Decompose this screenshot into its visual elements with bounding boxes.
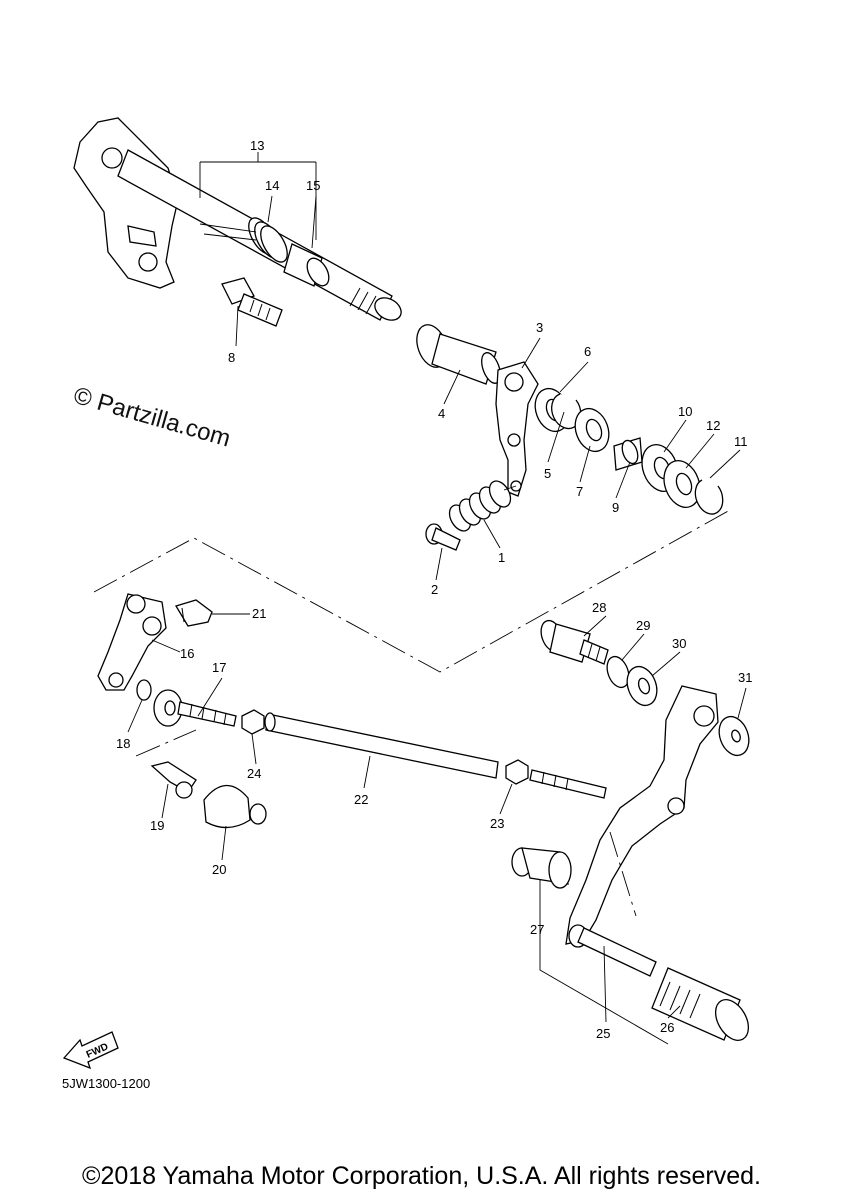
shift-pedal [565, 685, 719, 948]
spring-bolt [425, 523, 461, 551]
callout-20: 20 [212, 862, 226, 877]
shift-plate-hole [101, 147, 123, 169]
callout-18: 18 [116, 736, 130, 751]
footpeg-pin [577, 927, 657, 977]
callout-23: 23 [490, 816, 504, 831]
rod-end-thread [529, 769, 607, 799]
copyright-notice: ©2018 Yamaha Motor Corporation, U.S.A. A… [82, 1162, 761, 1190]
shaft-torsion-spring [199, 217, 288, 263]
callout-19: 19 [150, 818, 164, 833]
callout-16: 16 [180, 646, 194, 661]
callout-24: 24 [247, 766, 261, 781]
callout-31: 31 [738, 670, 752, 685]
callout-8: 8 [228, 350, 235, 365]
callout-29: 29 [636, 618, 650, 633]
shift-plate-tab [127, 225, 157, 247]
pivot-bolt-28 [540, 619, 609, 665]
bolt-19 [150, 761, 197, 799]
pivot-bolt [221, 277, 283, 327]
callout-26: 26 [660, 1020, 674, 1035]
shift-rod [265, 713, 499, 779]
shaft-sleeve [416, 324, 501, 385]
shift-shaft-assembly [73, 117, 724, 551]
callout-15: 15 [306, 178, 320, 193]
shift-linkage-assembly [97, 593, 750, 1041]
callout-7: 7 [576, 484, 583, 499]
callout-28: 28 [592, 600, 606, 615]
shift-arm [97, 593, 167, 691]
callout-1: 1 [498, 550, 505, 565]
shift-shaft-arm-plate [73, 117, 179, 289]
leader-lines [127, 152, 747, 1045]
callout-27: 27 [530, 922, 544, 937]
footpeg-rubber [651, 967, 750, 1041]
shift-plate-pin [138, 252, 158, 272]
callout-22: 22 [354, 792, 368, 807]
circlip-11 [694, 479, 724, 515]
nut-23 [505, 759, 529, 785]
fwd-arrow-icon: FWD [62, 1031, 119, 1070]
callout-17: 17 [212, 660, 226, 675]
callout-30: 30 [672, 636, 686, 651]
callout-labels: 13 14 15 8 4 3 6 5 7 9 10 12 11 1 2 21 1… [116, 138, 752, 1041]
rod-joint [153, 689, 237, 727]
callout-3: 3 [536, 320, 543, 335]
diagram-code: 5JW1300-1200 [62, 1076, 151, 1091]
rubber-cap [203, 784, 267, 829]
shaft-spline-end [374, 297, 402, 321]
pedal-pivot-collar [511, 847, 572, 889]
callout-5: 5 [544, 466, 551, 481]
return-spring [448, 480, 517, 532]
assembly-outline [93, 509, 731, 673]
callout-9: 9 [612, 500, 619, 515]
callout-13: 13 [250, 138, 264, 153]
shaft-collar [283, 243, 330, 287]
bearing-9 [613, 437, 643, 471]
washer-29 [606, 655, 630, 689]
callout-11: 11 [734, 434, 748, 449]
callout-14: 14 [265, 178, 279, 193]
callout-2: 2 [431, 582, 438, 597]
callout-21: 21 [252, 606, 266, 621]
callout-6: 6 [584, 344, 591, 359]
callout-25: 25 [596, 1026, 610, 1041]
callout-4: 4 [438, 406, 445, 421]
nut-24 [241, 709, 265, 735]
arm-bolt [175, 599, 213, 627]
callout-10: 10 [678, 404, 692, 419]
callout-12: 12 [706, 418, 720, 433]
washer-18 [136, 679, 152, 701]
stopper-lever [495, 361, 539, 497]
